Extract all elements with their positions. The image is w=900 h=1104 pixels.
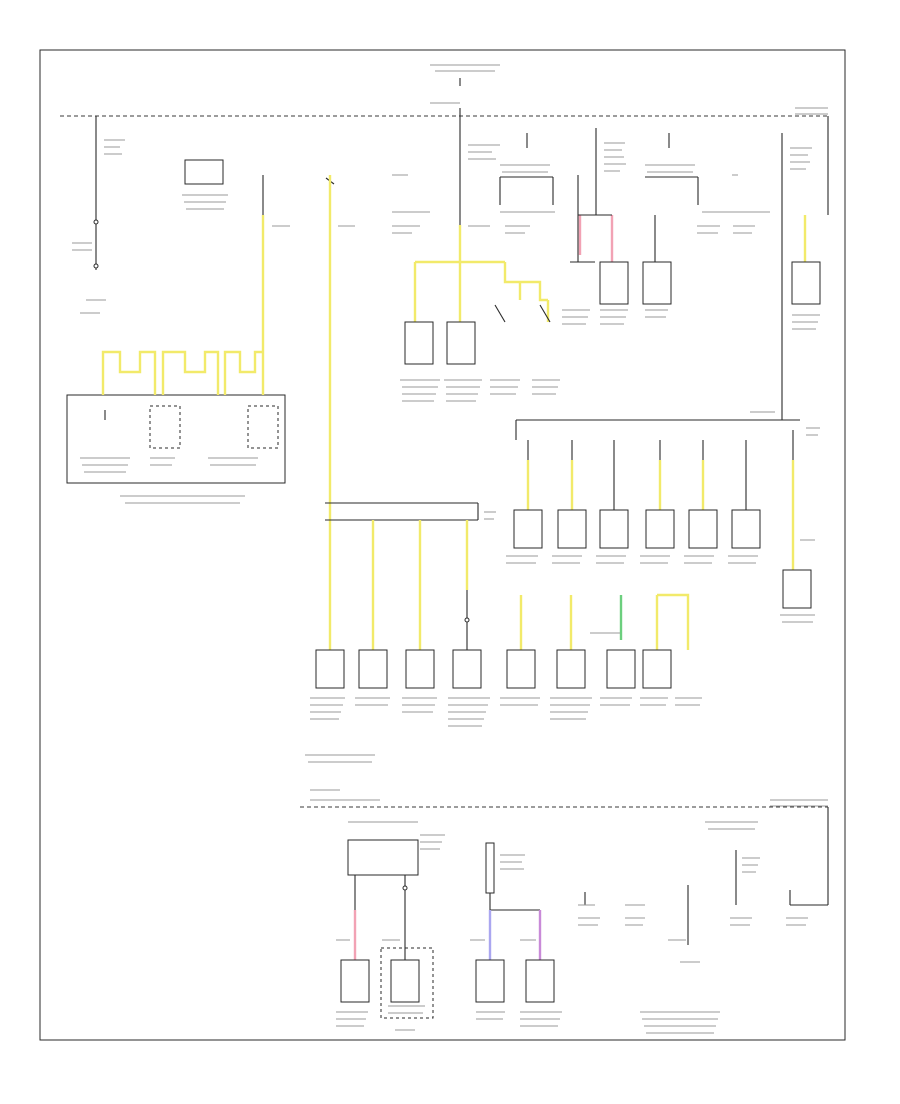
bottom-right-circuits — [578, 821, 808, 1034]
center-upper-circuits — [400, 225, 560, 402]
bottom-power-bus — [300, 754, 829, 906]
bottom-left-circuits — [336, 821, 445, 1031]
bottom-center-circuits — [470, 842, 562, 1027]
top-power-bus — [60, 64, 830, 215]
right-upper-circuits — [562, 175, 821, 330]
center-lower-circuits — [310, 175, 702, 727]
diagram-frame — [39, 49, 846, 1041]
right-middle-circuits — [506, 411, 820, 623]
left-relay-module — [66, 215, 286, 504]
top-fuse-drops — [72, 116, 812, 500]
